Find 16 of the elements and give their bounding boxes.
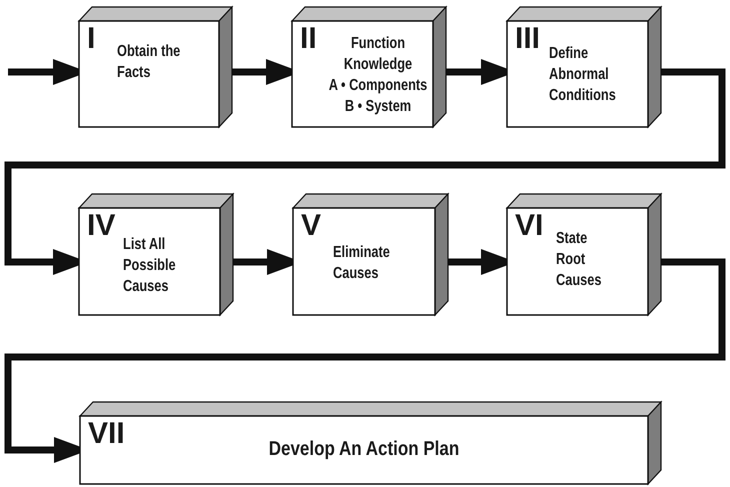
step-numeral: I: [87, 24, 96, 54]
step-label: List All Possible Causes: [123, 235, 177, 297]
step-numeral: VII: [88, 419, 125, 449]
step-label: A • Components: [328, 76, 428, 96]
step-numeral: III: [515, 24, 540, 54]
step-numeral: VI: [515, 211, 544, 241]
step-label: B • System: [344, 97, 412, 117]
step-numeral: V: [301, 211, 322, 241]
step-label: Develop An Action Plan: [268, 437, 460, 462]
step-label: Eliminate Causes: [333, 243, 391, 284]
step-label: Function Knowledge: [342, 34, 414, 75]
step-label: State Root Causes: [556, 229, 603, 291]
step-label: Obtain the Facts: [117, 42, 181, 83]
step-numeral: II: [300, 24, 317, 54]
step-numeral: IV: [87, 211, 116, 241]
step-label: Define Abnormal Conditions: [549, 44, 617, 106]
